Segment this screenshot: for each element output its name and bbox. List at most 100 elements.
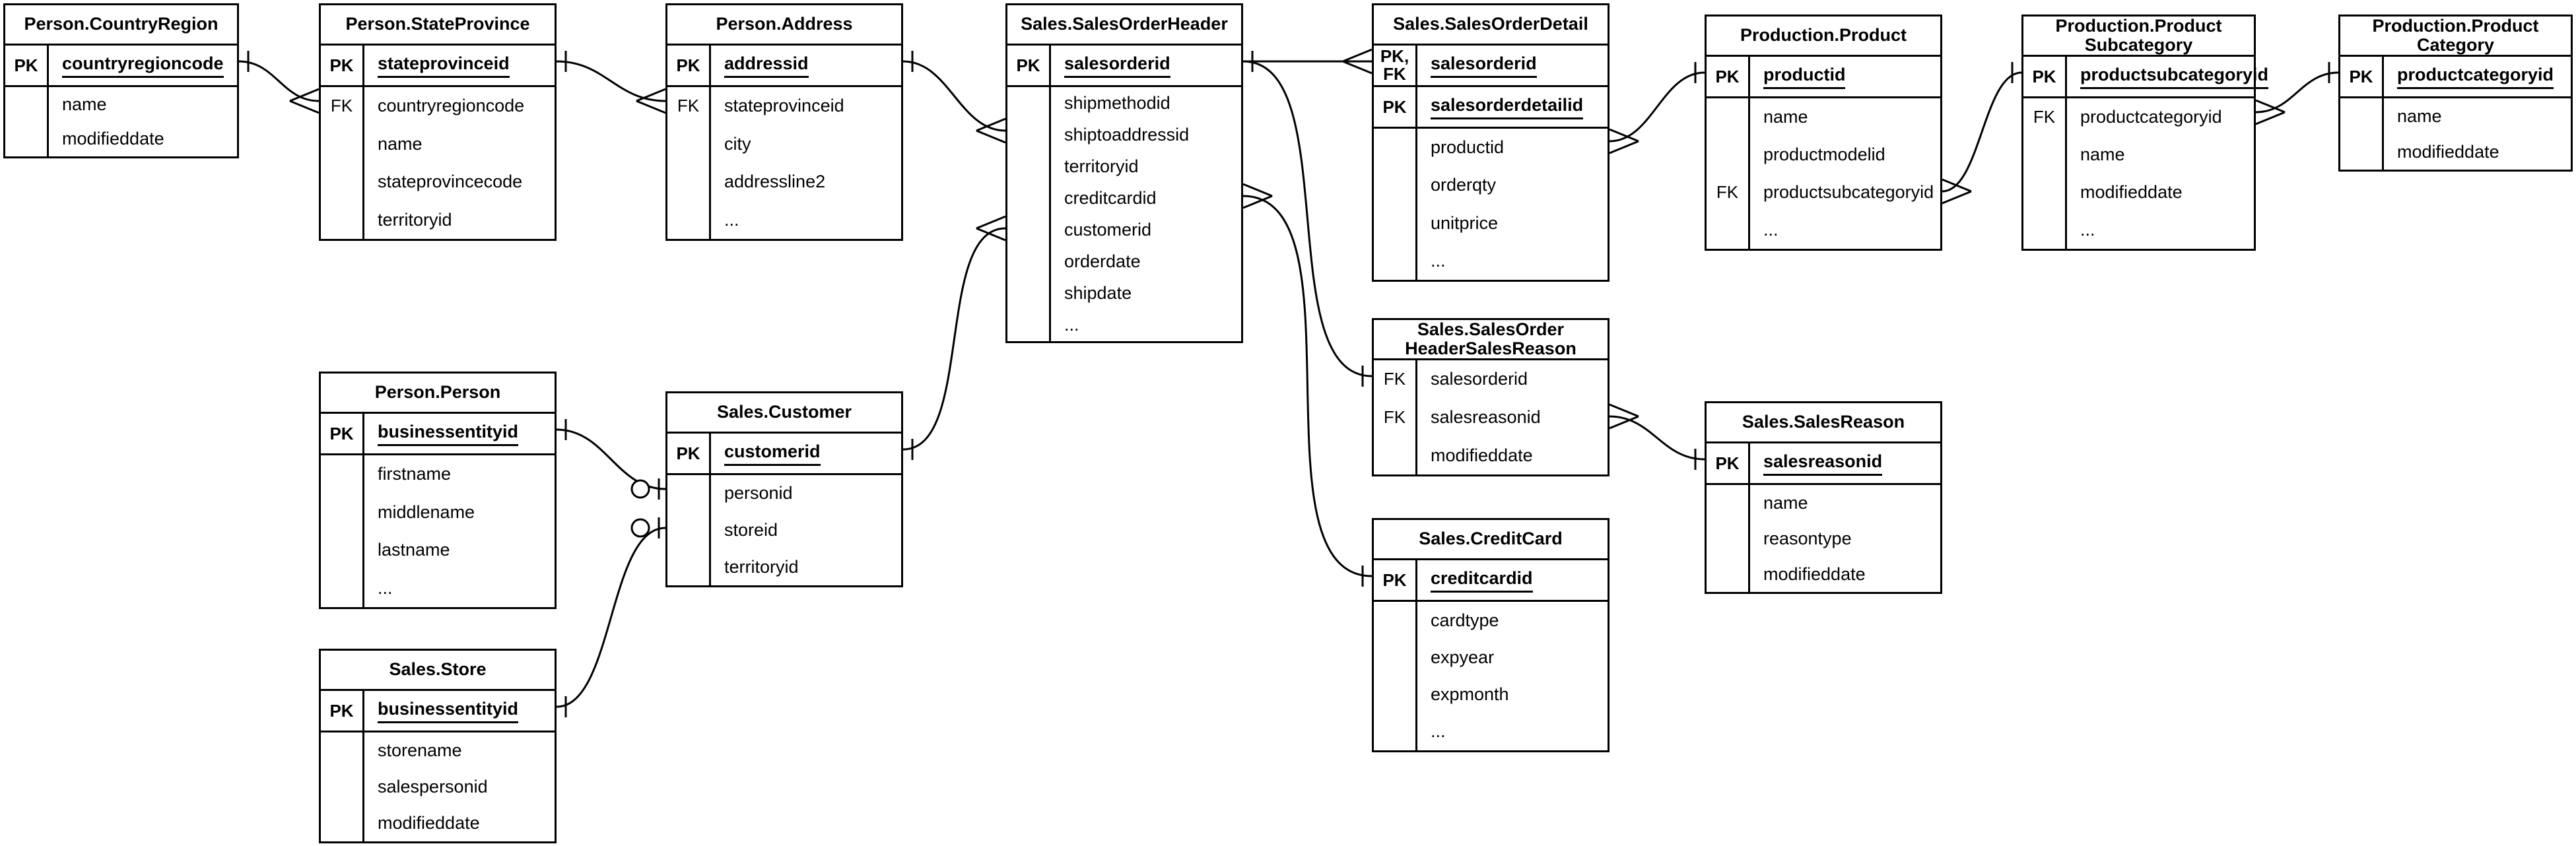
key-badge xyxy=(1007,278,1049,309)
key-badge: PK xyxy=(667,434,711,473)
key-badge xyxy=(321,455,362,494)
table-title-line: Person.Person xyxy=(374,382,501,403)
field-name: ... xyxy=(1064,315,1079,335)
key-badge: PK xyxy=(5,46,49,85)
relationship-connector xyxy=(1242,60,1373,377)
pk-field-name: stateprovinceid xyxy=(378,53,510,78)
key-badge xyxy=(1374,166,1415,204)
table-title-line: Category xyxy=(2416,35,2495,55)
zero-or-one-circle-marker xyxy=(630,479,650,499)
table-title-line: Subcategory xyxy=(2084,35,2193,55)
key-badge: FK xyxy=(677,96,700,116)
field-name: name xyxy=(2397,106,2442,126)
field-name: name xyxy=(62,94,107,114)
key-badge xyxy=(667,201,709,240)
field-name: city xyxy=(724,133,751,154)
key-badge xyxy=(321,805,362,841)
key-badge xyxy=(1707,556,1748,592)
field-name: cardtype xyxy=(1431,610,1499,630)
crow-foot-marker xyxy=(976,215,1006,242)
field-name: orderdate xyxy=(1064,251,1141,272)
field-name: name xyxy=(1763,492,1808,513)
key-badge xyxy=(1374,436,1415,474)
key-badge: PK xyxy=(1707,443,1750,483)
key-badge xyxy=(667,548,709,585)
key-badge xyxy=(1374,242,1415,280)
key-badge xyxy=(1374,205,1415,242)
field-name: ... xyxy=(1763,220,1779,240)
relationship-connector xyxy=(556,428,666,490)
field-name: productcategoryid xyxy=(2080,107,2222,127)
key-badge xyxy=(1007,246,1049,278)
crow-foot-marker xyxy=(1942,178,1972,205)
table-title: Sales.Store xyxy=(321,651,555,691)
table-title-line: Person.CountryRegion xyxy=(24,14,219,34)
table-title: Person.StateProvince xyxy=(321,5,555,46)
key-badge xyxy=(321,163,362,201)
pk-field-name: customerid xyxy=(724,441,821,466)
key-badge xyxy=(1707,521,1748,556)
key-field-row: PK customerid xyxy=(667,434,901,475)
key-badge xyxy=(667,125,709,164)
field-name: salesorderid xyxy=(1431,369,1528,389)
key-badge: FK xyxy=(1716,182,1739,202)
table-title: Sales.SalesOrderHeader xyxy=(1007,5,1241,46)
key-badge xyxy=(321,201,362,240)
field-name: stateprovincecode xyxy=(378,172,523,192)
pk-field-name: productid xyxy=(1763,65,1846,89)
crow-foot-marker xyxy=(289,88,320,114)
key-badge xyxy=(1374,713,1415,750)
key-badge xyxy=(2340,134,2382,170)
field-name: salesreasonid xyxy=(1431,407,1541,427)
table-title: Sales.SalesOrderDetail xyxy=(1374,5,1608,46)
pk-field-name: salesorderid xyxy=(1431,53,1537,78)
key-badge xyxy=(1007,150,1049,182)
key-badge: FK xyxy=(1383,369,1406,389)
field-name: expmonth xyxy=(1431,684,1509,705)
key-badge xyxy=(1007,214,1049,246)
field-name: ... xyxy=(1431,721,1446,742)
key-badge xyxy=(2023,174,2065,211)
relationship-connector xyxy=(1609,71,1705,143)
field-name: orderqty xyxy=(1431,175,1497,195)
key-badge: PK xyxy=(667,46,711,85)
field-name: territoryid xyxy=(724,556,799,577)
table-title-line: Production.Product xyxy=(2055,15,2222,36)
key-badge xyxy=(1707,136,1748,174)
crow-foot-marker xyxy=(2255,99,2286,125)
table-title-line: HeaderSalesReason xyxy=(1405,339,1576,358)
field-name: territoryid xyxy=(1064,156,1139,176)
field-name: stateprovinceid xyxy=(724,96,844,116)
table-title: Person.CountryRegion xyxy=(5,5,237,46)
field-name: storeid xyxy=(724,520,778,540)
pk-field-name: productcategoryid xyxy=(2397,65,2554,89)
key-badge: FK xyxy=(1383,407,1406,427)
table-title: Person.Person xyxy=(321,374,555,414)
key-badge xyxy=(5,87,47,122)
table-title-line: Sales.CreditCard xyxy=(1419,529,1563,549)
key-badge xyxy=(1374,639,1415,676)
field-name: shipdate xyxy=(1064,283,1132,304)
key-badge xyxy=(321,494,362,532)
field-name: middlename xyxy=(378,502,475,522)
pk-field-name: businessentityid xyxy=(378,422,519,446)
crow-foot-marker xyxy=(1609,128,1639,154)
table-title-line: Sales.SalesOrderHeader xyxy=(1021,14,1228,34)
pk-field-name: businessentityid xyxy=(378,699,519,723)
key-badge: PK xyxy=(321,691,364,731)
key-badge xyxy=(1007,87,1049,119)
field-name: productid xyxy=(1431,137,1505,158)
field-name: name xyxy=(2080,145,2125,164)
table-title-line: Sales.SalesOrder xyxy=(1417,319,1565,339)
